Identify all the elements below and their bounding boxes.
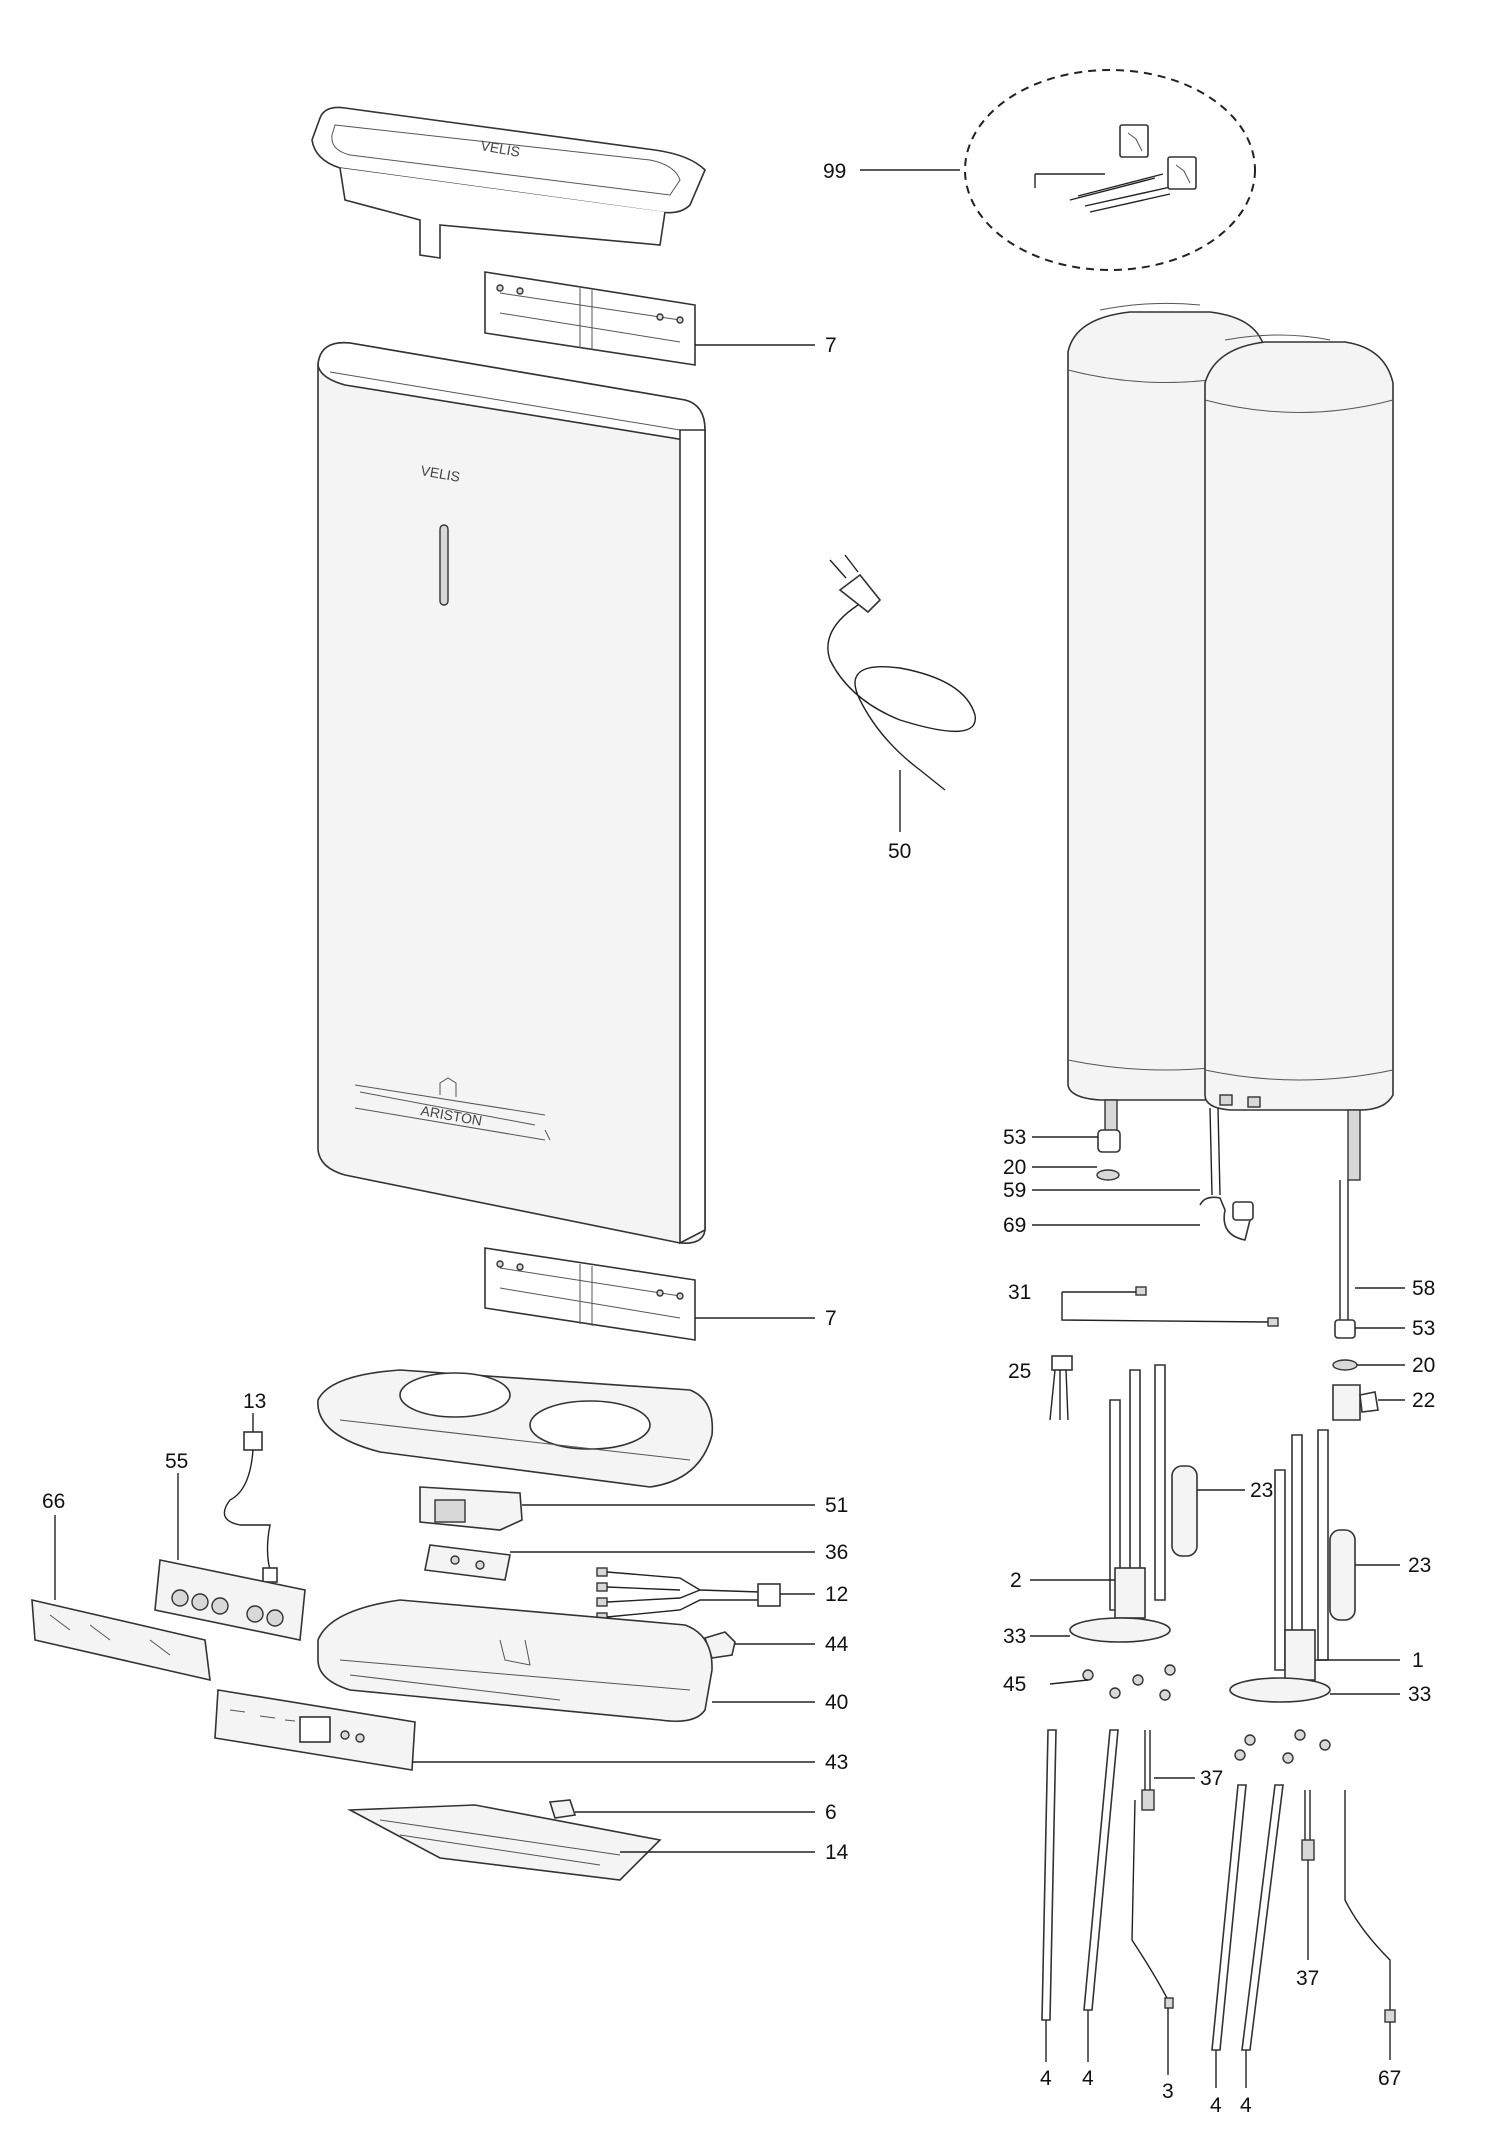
callout-23-right: 23	[1408, 1554, 1431, 1577]
callout-33-right: 33	[1408, 1683, 1431, 1706]
mounting-bracket-bottom	[484, 1247, 696, 1341]
cable-12	[596, 1567, 781, 1622]
callout-4-c: 4	[1210, 2094, 1222, 2117]
callout-12: 12	[825, 1583, 848, 1606]
pcb-55	[154, 1559, 306, 1641]
callout-99: 99	[823, 160, 846, 183]
model-logo: VELIS	[419, 462, 461, 485]
screws-45	[1082, 1664, 1331, 1764]
callout-23-left: 23	[1250, 1479, 1273, 1502]
callout-58: 58	[1412, 1277, 1435, 1300]
callout-20-right: 20	[1412, 1354, 1435, 1377]
callout-13: 13	[243, 1390, 266, 1413]
callout-4-d: 4	[1240, 2094, 1252, 2117]
callout-6: 6	[825, 1801, 837, 1824]
module-51	[419, 1486, 523, 1531]
control-panel-43	[214, 1689, 416, 1771]
callout-45: 45	[1003, 1673, 1026, 1696]
callout-7-bottom: 7	[825, 1307, 837, 1330]
callout-44: 44	[825, 1633, 849, 1656]
callout-66: 66	[42, 1490, 65, 1513]
callout-53-right: 53	[1412, 1317, 1435, 1340]
callout-67: 67	[1378, 2067, 1401, 2090]
heating-element-1	[1229, 1429, 1356, 1703]
plumbing	[1096, 1107, 1379, 1421]
callout-22: 22	[1412, 1389, 1435, 1412]
callout-33-left: 33	[1003, 1625, 1026, 1648]
callout-37-bottom: 37	[1296, 1967, 1319, 1990]
top-cover: VELIS	[311, 106, 706, 259]
callout-31: 31	[1008, 1281, 1031, 1304]
callout-14: 14	[825, 1841, 849, 1864]
callout-3: 3	[1162, 2080, 1174, 2103]
callout-4-a: 4	[1040, 2067, 1052, 2090]
tanks	[1067, 302, 1394, 1181]
callout-53-left: 53	[1003, 1126, 1026, 1149]
callout-1: 1	[1412, 1649, 1424, 1672]
callout-69: 69	[1003, 1214, 1026, 1237]
callout-25: 25	[1008, 1360, 1031, 1383]
accessory-kit	[964, 69, 1256, 271]
callout-40: 40	[825, 1691, 848, 1714]
mounting-bracket-top	[484, 271, 696, 366]
svg-text:VELIS: VELIS	[479, 137, 521, 160]
wiring-harness-13	[223, 1431, 278, 1583]
heating-element-2	[1069, 1364, 1198, 1643]
callout-4-b: 4	[1082, 2067, 1094, 2090]
callout-2: 2	[1010, 1569, 1022, 1592]
clip-6	[548, 1799, 577, 1819]
casing: VELIS ARISTON	[317, 341, 706, 1245]
callout-59: 59	[1003, 1179, 1026, 1202]
callout-7-top: 7	[825, 334, 837, 357]
callout-labels: 99 7 50 7 13 55 66 51 36 12 44 40 43 6 1…	[42, 160, 1435, 2117]
bottom-base	[317, 1369, 714, 1488]
heating-rods	[1041, 1729, 1284, 2051]
callout-51: 51	[825, 1494, 848, 1517]
board-36	[424, 1544, 511, 1581]
callout-43: 43	[825, 1751, 848, 1774]
callout-37-top: 37	[1200, 1767, 1223, 1790]
lower-tray-40	[317, 1599, 713, 1723]
connector-25	[1049, 1355, 1073, 1421]
callout-55: 55	[165, 1450, 188, 1473]
callout-50: 50	[888, 840, 911, 863]
front-frame-66	[31, 1598, 211, 1682]
callout-20-left: 20	[1003, 1156, 1026, 1179]
leader-lines	[54, 169, 1405, 2088]
callout-36: 36	[825, 1541, 848, 1564]
power-cord-50	[827, 554, 976, 791]
bottom-grid-14	[347, 1804, 662, 1881]
sensor-37	[1141, 1730, 1315, 1861]
